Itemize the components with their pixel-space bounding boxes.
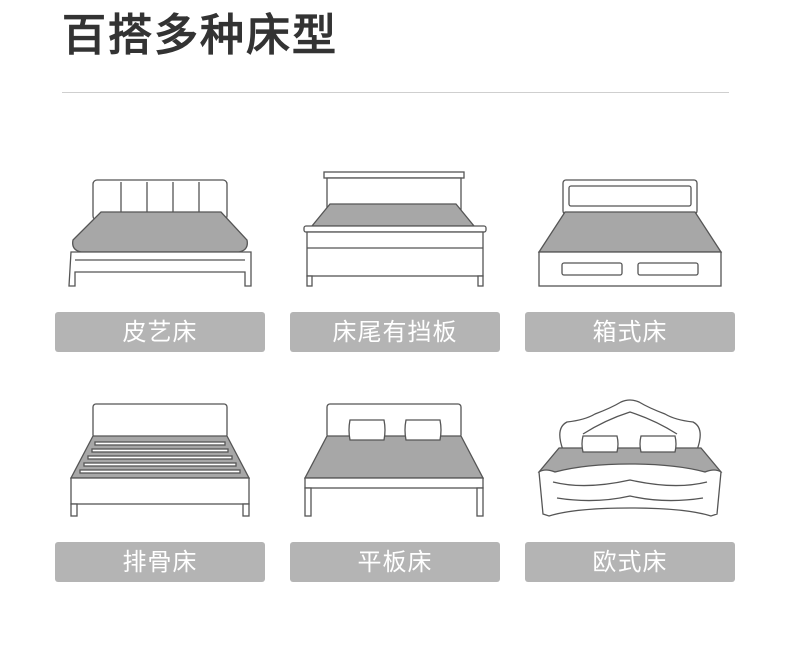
bed-type-label: 平板床 <box>290 542 500 582</box>
bed-type-label: 排骨床 <box>55 542 265 582</box>
page-title: 百搭多种床型 <box>62 10 338 61</box>
storage-box-bed-icon <box>525 168 735 288</box>
platform-bed-icon <box>290 398 500 518</box>
slatted-bed-icon <box>55 398 265 518</box>
bed-type-label: 床尾有挡板 <box>290 312 500 352</box>
bed-type-label: 箱式床 <box>525 312 735 352</box>
bed-type-label: 欧式床 <box>525 542 735 582</box>
upholstered-bed-icon <box>55 168 265 288</box>
european-bed-icon <box>525 398 735 518</box>
bed-type-label: 皮艺床 <box>55 312 265 352</box>
title-divider <box>62 92 729 93</box>
footboard-bed-icon <box>290 168 500 288</box>
